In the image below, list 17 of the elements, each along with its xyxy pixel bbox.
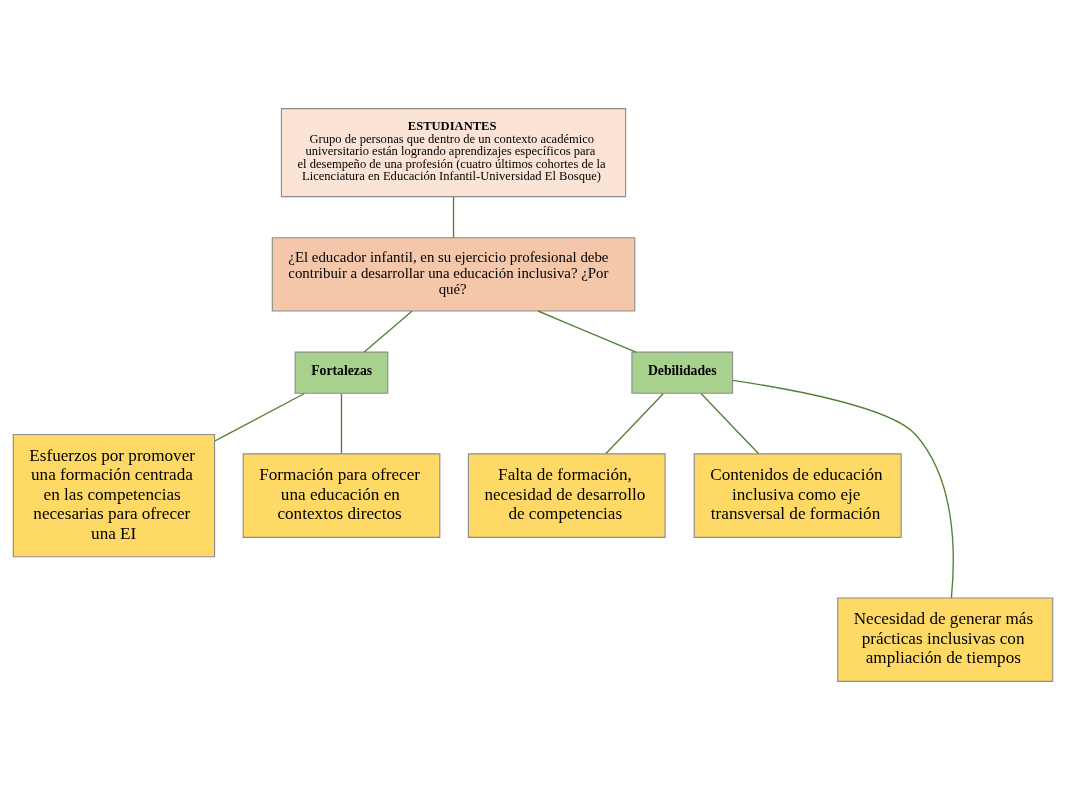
node-box: Fortalezas	[294, 351, 389, 394]
node-box: Esfuerzos por promover una formación centrada en las competencias necesarias para ofrecer una EI	[12, 433, 216, 557]
connector	[340, 392, 343, 454]
connector	[363, 309, 413, 353]
node-box: ESTUDIANTES Grupo de personas que dentro de un contexto académico universitario están logrando aprendizajes específicos para el desempeño de una profesión (cuatro últimos cohortes de la Licenciatura en Educación Infantil-Universidad El Bosque)	[280, 107, 627, 197]
connector	[452, 195, 455, 238]
connector	[700, 392, 760, 454]
node-box: Contenidos de educación inclusiva como eje transversal de formación	[693, 452, 902, 538]
connector	[605, 392, 664, 454]
connector	[732, 379, 954, 599]
node-box: ¿El educador infantil, en su ejercicio profesional debe contribuir a desarrollar una educación inclusiva? ¿Por qué?	[271, 236, 636, 312]
node-box: Falta de formación, necesidad de desarrollo de competencias	[467, 452, 666, 538]
connector	[214, 392, 306, 442]
node-box: Necesidad de generar más prácticas inclusivas con ampliación de tiempos	[837, 596, 1054, 682]
node-box: Formación para ofrecer una educación en contextos directos	[242, 452, 441, 538]
connector	[537, 309, 637, 353]
node-box: Debilidades	[631, 351, 734, 394]
